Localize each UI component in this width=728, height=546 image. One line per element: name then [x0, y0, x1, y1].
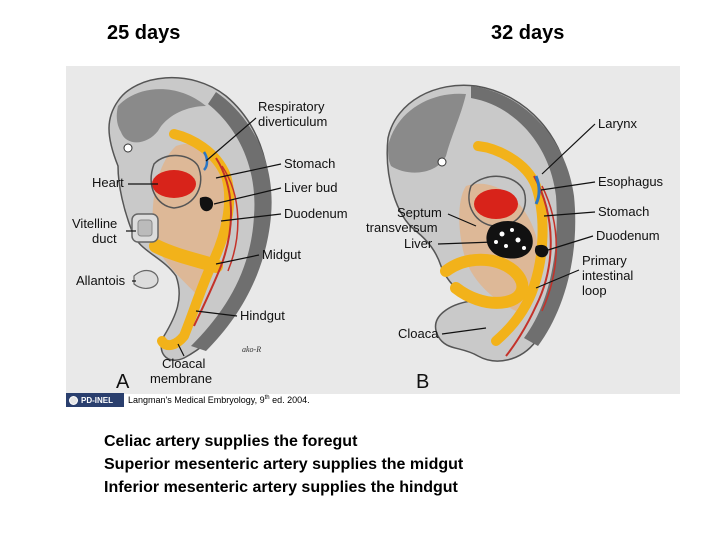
leader-lines-b [437, 123, 596, 335]
artist-signature: ako-R [242, 345, 261, 354]
label-stomach-b: Stomach [598, 204, 649, 219]
label-esophagus: Esophagus [598, 174, 664, 189]
label-stomach-a: Stomach [284, 156, 335, 171]
embryo-b-gut-tube [473, 141, 548, 346]
embryo-b-liver-spots [494, 228, 526, 250]
embryo-b-pericardium [468, 175, 527, 227]
note-inferior-mesenteric: Inferior mesenteric artery supplies the … [104, 479, 458, 496]
label-liver-bud: Liver bud [284, 180, 337, 195]
embryo-figure: Respiratory diverticulum Stomach Heart L… [66, 66, 680, 394]
embryo-b-vessel-2 [541, 185, 557, 312]
label-septum-transversum-2: transversum [366, 220, 438, 235]
embryo-a [108, 77, 272, 361]
embryo-a-pericardium [150, 154, 202, 209]
embryo-a-gut-tube [157, 129, 235, 351]
label-duodenum-a: Duodenum [284, 206, 348, 221]
note-celiac: Celiac artery supplies the foregut [104, 433, 358, 450]
embryo-a-midgut-loop [149, 239, 223, 273]
label-hindgut: Hindgut [240, 308, 285, 323]
label-duodenum-b: Duodenum [596, 228, 660, 243]
label-cloacal-membrane-1: Cloacal [162, 356, 205, 371]
embryo-a-heart [152, 170, 196, 198]
label-primary-intestinal-loop-3: loop [582, 283, 607, 298]
label-respiratory-diverticulum-1: Respiratory [258, 99, 325, 114]
label-heart: Heart [92, 175, 124, 190]
panel-label-a: A [116, 371, 130, 393]
embryo-b-intestinal-loop [440, 253, 529, 309]
pd-badge: PD-INEL [66, 393, 124, 407]
embryo-b-head [388, 93, 466, 173]
label-septum-transversum-1: Septum [397, 205, 442, 220]
embryo-b-eye [437, 157, 447, 167]
embryo-b-ectoderm [471, 86, 576, 346]
embryo-a-head [116, 89, 206, 143]
note-superior-mesenteric: Superior mesenteric artery supplies the … [104, 456, 464, 473]
panel-label-b: B [416, 371, 429, 393]
embryo-b-heart [474, 189, 518, 219]
label-primary-intestinal-loop-1: Primary [582, 253, 627, 268]
label-vitelline-duct-2: duct [92, 231, 117, 246]
embryo-b-vessel [505, 175, 552, 357]
citation-end: ed. 2004. [269, 395, 310, 405]
embryo-a-allantois [133, 269, 159, 289]
license-icon [69, 395, 78, 405]
citation: Langman's Medical Embryology, 9th ed. 20… [128, 395, 310, 405]
label-larynx: Larynx [598, 116, 638, 131]
embryo-b [386, 84, 576, 362]
embryo-a-resp [202, 151, 209, 171]
label-cloacal-membrane-2: membrane [150, 371, 212, 386]
embryo-a-vitelline-inner [137, 219, 153, 237]
embryo-b-esophagus [534, 175, 541, 205]
embryo-a-ectoderm [191, 92, 272, 351]
label-vitelline-duct-1: Vitelline [72, 216, 117, 231]
pd-badge-label: PD-INEL [81, 395, 113, 405]
label-liver: Liver [404, 236, 433, 251]
embryo-a-eye [123, 143, 133, 153]
heading-32-days: 32 days [491, 22, 565, 44]
label-midgut: Midgut [262, 247, 301, 262]
citation-main: Langman's Medical Embryology, 9 [128, 395, 265, 405]
label-allantois: Allantois [76, 273, 126, 288]
citation-sup: th [264, 395, 270, 401]
leader-lines-a [126, 117, 282, 357]
embryo-b-duodenum [534, 244, 549, 258]
embryo-b-liver [486, 221, 533, 259]
label-respiratory-diverticulum-2: diverticulum [258, 114, 327, 129]
embryo-a-vessel [193, 157, 233, 327]
notes: Celiac artery supplies the foregut Super… [104, 430, 463, 499]
embryo-a-liver-bud [199, 196, 214, 212]
label-primary-intestinal-loop-2: intestinal [582, 268, 633, 283]
label-cloaca: Cloaca [398, 326, 439, 341]
heading-25-days: 25 days [107, 22, 181, 44]
